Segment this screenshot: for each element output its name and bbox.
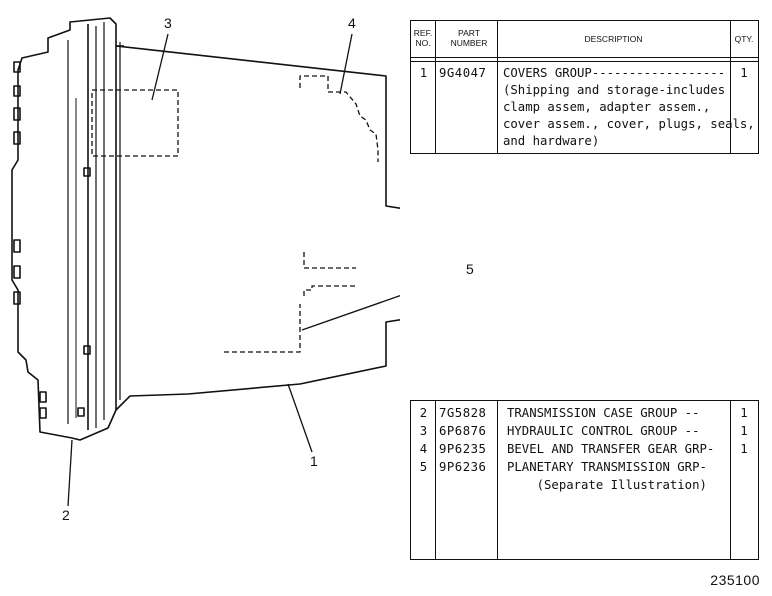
row-1-description-5: and hardware) (503, 134, 600, 148)
callout-4: 4 (348, 15, 356, 31)
row-1-description-1: COVERS GROUP------------------ (503, 66, 726, 80)
header-ref-no: REF. NO. (413, 28, 433, 48)
row-1-description-2: (Shipping and storage-includes (503, 83, 726, 97)
row-2-part-number: 7G5828 (439, 406, 487, 420)
row-5-part-number: 9P6236 (439, 460, 487, 474)
row-2-ref: 2 (419, 406, 428, 420)
transmission-case (115, 45, 400, 411)
mounting-flange (11, 17, 117, 441)
row-1-ref: 1 (419, 66, 428, 80)
row-4-description: BEVEL AND TRANSFER GEAR GRP- (507, 442, 715, 456)
row-5-description-1: PLANETARY TRANSMISSION GRP- (507, 460, 707, 474)
callout-5: 5 (466, 261, 474, 277)
header-qty: QTY. (734, 34, 754, 44)
row-3-description: HYDRAULIC CONTROL GROUP -- (507, 424, 700, 438)
callout-2: 2 (62, 507, 70, 523)
row-1-description-3: clamp assem, adapter assem., (503, 100, 711, 114)
header-part-number: PART NUMBER (450, 28, 488, 48)
row-5-ref: 5 (419, 460, 428, 474)
callout-1: 1 (310, 453, 318, 469)
parts-table-top: REF. NO. PART NUMBER DESCRIPTION QTY. 1 … (410, 20, 759, 154)
row-4-qty: 1 (740, 442, 748, 456)
row-3-ref: 3 (419, 424, 428, 438)
row-5-description-2: (Separate Illustration) (507, 478, 707, 492)
row-4-ref: 4 (419, 442, 428, 456)
transmission-drawing (11, 17, 400, 507)
row-1-qty: 1 (740, 66, 748, 80)
callout-3: 3 (164, 15, 172, 31)
row-1-part-number: 9G4047 (439, 66, 487, 80)
illustration-number: 235100 (710, 572, 760, 588)
header-description: DESCRIPTION (584, 34, 643, 44)
row-1-description-4: cover assem., cover, plugs, seals, (503, 117, 755, 131)
row-4-part-number: 9P6235 (439, 442, 487, 456)
row-3-part-number: 6P6876 (439, 424, 487, 438)
row-2-qty: 1 (740, 406, 748, 420)
row-3-qty: 1 (740, 424, 748, 438)
parts-table-bottom: 2 7G5828 TRANSMISSION CASE GROUP -- 1 3 … (410, 400, 759, 560)
row-2-description: TRANSMISSION CASE GROUP -- (507, 406, 700, 420)
